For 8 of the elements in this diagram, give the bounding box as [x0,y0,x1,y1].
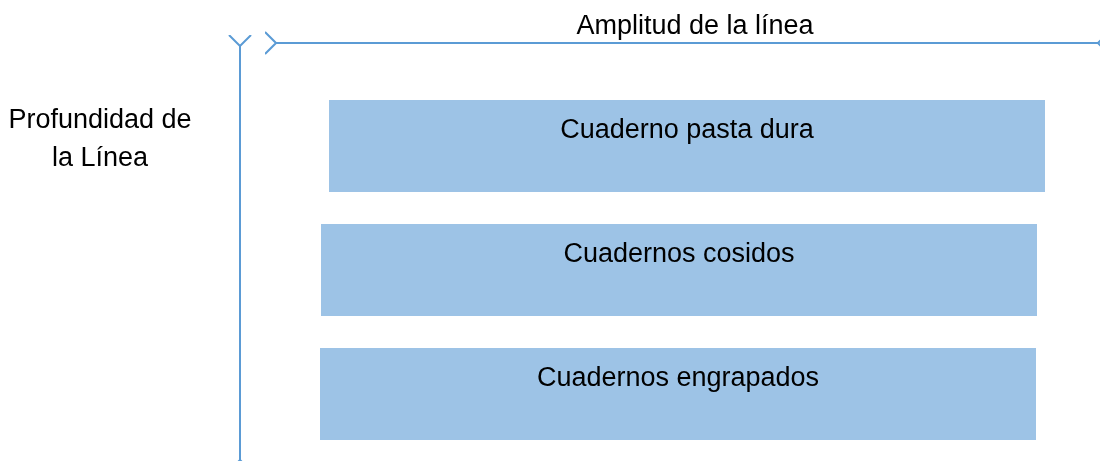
box-label: Cuaderno pasta dura [560,114,814,144]
box-label: Cuadernos engrapados [536,362,820,392]
category-box [321,224,1037,316]
axis-label: Amplitud de la línea [575,9,815,42]
axis-label: Profundidad de la Línea [7,103,193,174]
category-box [320,348,1036,440]
box-label: Cuadernos cosidos [563,238,795,268]
category-box [329,100,1045,192]
